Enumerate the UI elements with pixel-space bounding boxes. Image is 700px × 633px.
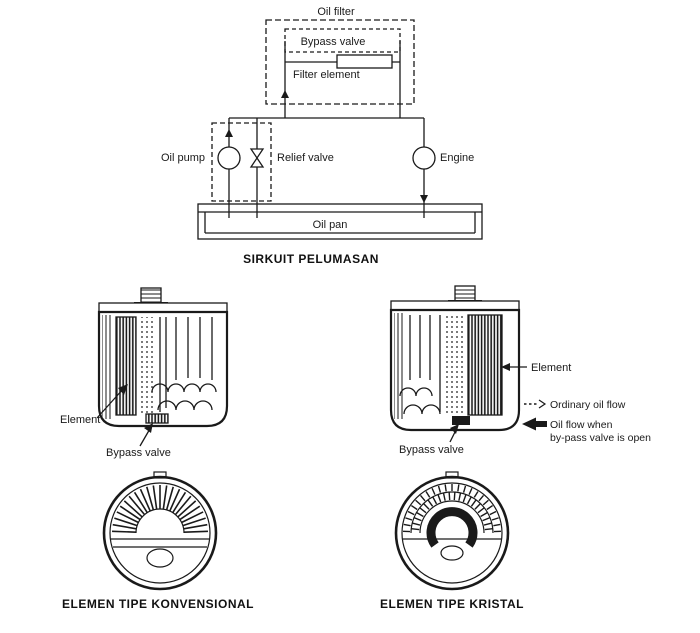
relief-valve-label: Relief valve (277, 152, 334, 164)
inner-ring (401, 482, 503, 584)
oil-pan-outline (197, 203, 483, 240)
oil-pan-label: Oil pan (313, 219, 348, 231)
flow-legend: Ordinary oil flow Oil flow when by-pass … (522, 399, 651, 444)
flow-arrow-up-icon (281, 90, 289, 98)
outer-ring (102, 475, 218, 591)
oil-filter-label: Oil filter (317, 6, 355, 18)
cutaway-right-element-label: Element (531, 362, 571, 374)
engine-label: Engine (440, 152, 474, 164)
schematic-caption: SIRKUIT PELUMASAN (243, 252, 379, 266)
spring-scallops (157, 400, 213, 411)
pump-flow-arrow-icon (225, 129, 233, 137)
element-arrow-icon (501, 363, 510, 371)
filter-element-label: Filter element (293, 69, 360, 81)
engine-symbol (412, 146, 436, 170)
engine-flow-arrow-icon (420, 195, 428, 203)
cutaway-left-element-label: Element (60, 414, 100, 426)
oil-pump-label: Oil pump (161, 152, 205, 164)
radial-fins (112, 485, 208, 533)
hub-arc (135, 508, 185, 534)
ordinary-oil-flow-label: Ordinary oil flow (550, 399, 626, 411)
center-port (440, 545, 464, 561)
bypass-oil-flow-label-line2: by-pass valve is open (550, 432, 651, 444)
outer-ring (394, 475, 510, 591)
center-port (146, 548, 174, 568)
mount-stud (140, 287, 162, 304)
inner-ring (109, 482, 211, 584)
oil-filter-cutaway-right (389, 285, 527, 443)
bypass-arrow-icon (450, 424, 459, 434)
spring-scallops (399, 387, 433, 397)
element-cross-section-crystal (394, 471, 510, 591)
top-plate (98, 302, 228, 313)
bypass-oil-flow-label-line1: Oil flow when (550, 419, 613, 431)
bypass-arrow-icon (144, 423, 153, 433)
inner-radial-ticks (411, 492, 493, 531)
oil-filter-cutaway-left (96, 287, 229, 447)
bypass-valve-dashed-box (284, 28, 401, 53)
bypass-valve-label: Bypass valve (301, 36, 366, 48)
oil-filter-dashed-box (265, 19, 415, 105)
element-arrow-icon (118, 384, 128, 395)
top-plate (390, 300, 520, 311)
spring-scallops (403, 404, 441, 415)
filter-element-symbol (336, 54, 393, 69)
circuit-schematic: Oil filter Bypass valve Filter element O… (161, 6, 483, 240)
spring-scallops (151, 383, 217, 393)
mount-stud (454, 285, 476, 302)
cutaway-left-bypass-label: Bypass valve (106, 447, 171, 459)
element-stipple (446, 315, 465, 415)
bypass-valve-part (452, 416, 470, 425)
left-wall-hatch (102, 315, 113, 419)
bypass-valve-part (145, 413, 169, 424)
element-pleats (467, 314, 503, 416)
oil-pump-symbol (217, 146, 241, 170)
concentric-arc (419, 500, 485, 534)
relief-valve-symbol (249, 156, 265, 168)
ordinary-oil-flow-icon (524, 399, 547, 409)
kristal-caption: ELEMEN TIPE KRISTAL (380, 597, 524, 611)
bypass-oil-flow-icon (522, 417, 547, 431)
concentric-arc (410, 491, 494, 534)
inner-dark-band (426, 507, 478, 548)
relief-valve-symbol (249, 148, 265, 160)
left-wall-hatch (394, 313, 405, 419)
element-leader-line (96, 387, 125, 419)
conventional-caption: ELEMEN TIPE KONVENSIONAL (62, 597, 254, 611)
element-pleats (115, 316, 137, 416)
cutaway-right-bypass-label: Bypass valve (399, 444, 464, 456)
element-stipple (139, 317, 156, 415)
outer-radial-ticks (403, 484, 501, 533)
element-cross-section-conventional (102, 471, 218, 591)
oil-pump-dashed-box (211, 122, 272, 202)
